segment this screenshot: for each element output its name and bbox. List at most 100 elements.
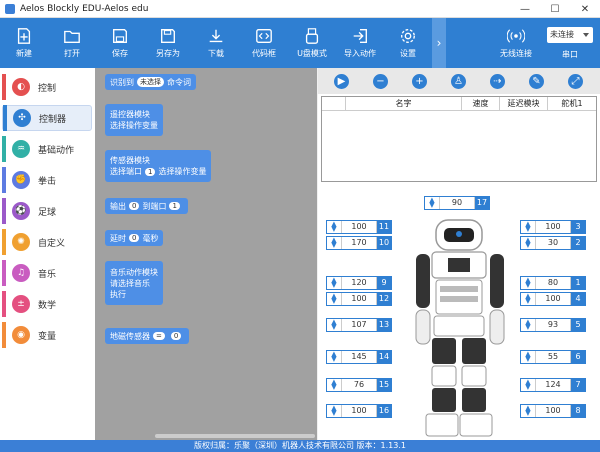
category-football[interactable]: ⚽足球	[2, 198, 92, 224]
servo-arrows-icon[interactable]: ▲▼	[331, 276, 337, 289]
block-recognize[interactable]: 识别到未选择命令词	[105, 74, 196, 90]
new-file-icon	[17, 28, 31, 44]
category-control[interactable]: ◐控制	[2, 74, 92, 100]
block-remote-module[interactable]: 遥控器模块选择操作变量	[105, 104, 163, 136]
control-icon: ◐	[12, 78, 30, 96]
servo-arrows-icon[interactable]: ▲▼	[525, 292, 531, 305]
category-list: ◐控制 ✣控制器 ♒基础动作 ✊拳击 ⚽足球 ✺自定义 ♫音乐 ±数学 ◉变量	[0, 68, 95, 440]
block-magnetic-sensor[interactable]: 地磁传感器=0	[105, 328, 190, 344]
import-icon	[353, 29, 367, 43]
delay-value[interactable]: 0	[129, 234, 140, 242]
servo-arrows-icon[interactable]: ▲▼	[525, 404, 531, 417]
recognize-dropdown[interactable]: 未选择	[137, 77, 164, 87]
servo-arrows-icon[interactable]: ▲▼	[525, 350, 531, 363]
servo-arrows-icon[interactable]: ▲▼	[331, 350, 337, 363]
servo-arrows-icon[interactable]: ▲▼	[331, 220, 337, 233]
import-button[interactable]: 导入动作	[336, 18, 384, 68]
add-icon[interactable]: +	[412, 74, 427, 89]
servo-arrows-icon[interactable]: ▲▼	[331, 292, 337, 305]
action-toolbar: ▶ − + ♙ ⇢ ✎ ⤢	[318, 68, 600, 94]
edit-icon[interactable]: ✎	[529, 74, 544, 89]
open-button[interactable]: 打开	[48, 18, 96, 68]
servo-arrows-icon[interactable]: ▲▼	[525, 378, 531, 391]
port-select[interactable]: 未连接	[547, 26, 593, 43]
settings-button[interactable]: 设置	[384, 18, 432, 68]
connect-arrow-icon[interactable]: ⇢	[490, 74, 505, 89]
servo-arrows-icon[interactable]: ▲▼	[331, 236, 337, 249]
save-button[interactable]: 保存	[96, 18, 144, 68]
workspace-h-scrollbar[interactable]	[155, 434, 315, 438]
sensor-port-dropdown[interactable]: 1	[145, 168, 156, 176]
robot-pose-icon[interactable]: ♙	[451, 74, 466, 89]
category-controller[interactable]: ✣控制器	[2, 105, 92, 131]
download-button[interactable]: 下载	[192, 18, 240, 68]
app-logo	[5, 3, 15, 14]
servo-arrows-icon[interactable]: ▲▼	[525, 220, 531, 233]
mag-operator-dropdown[interactable]: =	[153, 332, 165, 340]
save-as-icon	[161, 29, 175, 43]
math-icon: ±	[12, 295, 30, 313]
play-icon[interactable]: ▶	[334, 74, 349, 89]
boxing-glove-icon: ✊	[12, 171, 30, 189]
category-custom[interactable]: ✺自定义	[2, 229, 92, 255]
remove-icon[interactable]: −	[373, 74, 388, 89]
fullscreen-icon[interactable]: ⤢	[568, 74, 583, 89]
wireless-button[interactable]: 无线连接	[492, 18, 540, 68]
output-port-dropdown[interactable]: 1	[169, 202, 180, 210]
servo-arrows-icon[interactable]: ▲▼	[525, 236, 531, 249]
category-boxing[interactable]: ✊拳击	[2, 167, 92, 193]
new-button[interactable]: 新建	[0, 18, 48, 68]
footer-copyright: 版权归属：乐聚（深圳）机器人技术有限公司 版本：1.13.1	[0, 440, 600, 452]
servo-arrows-icon[interactable]: ▲▼	[331, 378, 337, 391]
mag-value[interactable]: 0	[170, 332, 182, 340]
close-button[interactable]: ✕	[580, 3, 590, 15]
category-basic-action[interactable]: ♒基础动作	[2, 136, 92, 162]
code-icon	[256, 29, 272, 43]
toolbar-more-button[interactable]: ›	[432, 18, 446, 68]
servo-arrows-icon[interactable]: ▲▼	[525, 276, 531, 289]
save-as-button[interactable]: 另存为	[144, 18, 192, 68]
wireless-icon	[507, 29, 525, 43]
folder-icon	[64, 30, 80, 43]
output-value[interactable]: 0	[129, 202, 140, 210]
servo-arrows-icon[interactable]: ▲▼	[331, 318, 337, 331]
col-name: 名字	[346, 97, 462, 110]
servo-arrows-icon[interactable]: ▲▼	[331, 404, 337, 417]
block-music-module[interactable]: 音乐动作模块请选择音乐执行	[105, 261, 163, 305]
window-title: Aelos Blockly EDU-Aelos edu	[20, 3, 149, 14]
category-music[interactable]: ♫音乐	[2, 260, 92, 286]
code-button[interactable]: 代码框	[240, 18, 288, 68]
servo-arrows-icon[interactable]: ▲▼	[525, 318, 531, 331]
col-servo1: 舵机1	[561, 99, 583, 108]
minimize-button[interactable]: —	[520, 3, 530, 15]
category-math[interactable]: ±数学	[2, 291, 92, 317]
category-variable[interactable]: ◉变量	[2, 322, 92, 348]
maximize-button[interactable]: ☐	[550, 3, 560, 15]
servo-arrows-icon[interactable]: ▲▼	[429, 196, 435, 209]
main-toolbar: 新建 打开 保存 另存为 下载 代码框 U盘模式 导入动作 设置 › 无线连接 …	[0, 18, 600, 68]
udisk-button[interactable]: U盘模式	[288, 18, 336, 68]
action-table[interactable]: 名字 速度 延迟模块 舵机1	[321, 96, 597, 182]
